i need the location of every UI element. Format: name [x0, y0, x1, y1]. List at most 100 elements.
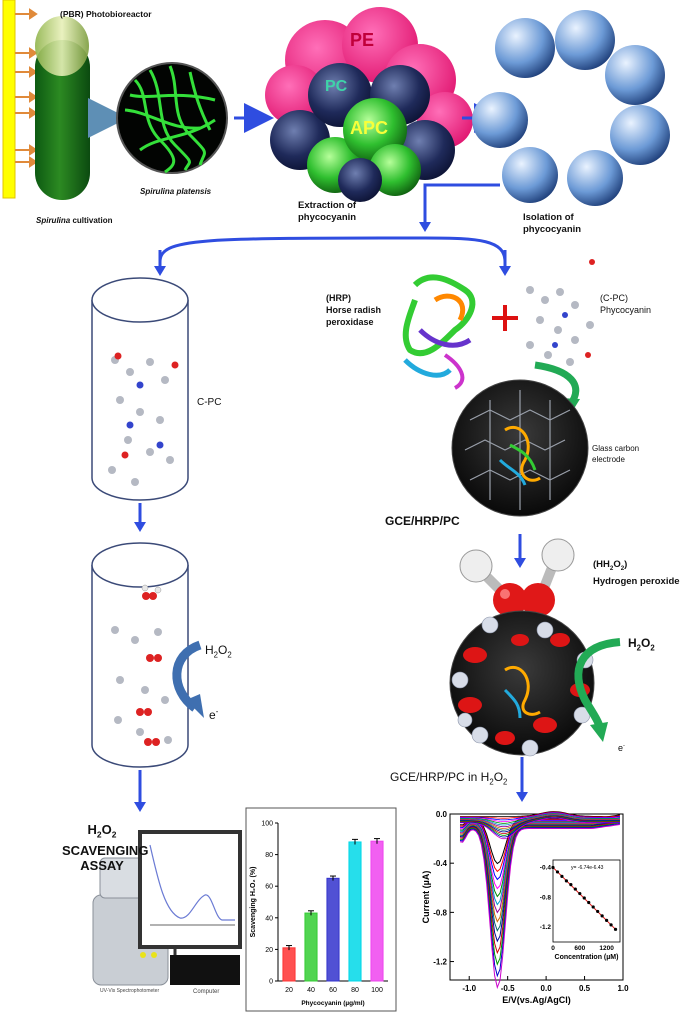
- spirulina-platensis-label: Spirulina platensis: [140, 187, 212, 196]
- inset-point: [591, 905, 595, 909]
- bar-y-tick-label: 40: [265, 915, 273, 922]
- inset-point: [551, 865, 555, 870]
- spectrophotometer-label: UV-Vis Spectrophotometer: [100, 988, 160, 994]
- inset-point: [596, 909, 600, 914]
- voltammogram-chart: -1.0 -0.5 0.0 0.5 1.0 0.0 -0.4 -0.8 -1.2E/V(vs.A…: [421, 810, 629, 1005]
- glass-carbon-electrode: [451, 379, 589, 517]
- inset-equation: y= -6.74e-6.43: [571, 865, 604, 871]
- arrowhead: [516, 792, 528, 802]
- cv-x-tick-label: -0.5: [501, 984, 515, 993]
- inset-y-tick-label: -0.4: [540, 864, 552, 871]
- cv-y-axis-label: Current (µA): [421, 871, 431, 924]
- cv-series-return-curve: [460, 812, 620, 823]
- photobioreactor-label: (PBR) Photobioreactor: [60, 9, 152, 19]
- cpc-molecule: [526, 259, 595, 366]
- cv-x-tick-label: 1.0: [617, 984, 629, 993]
- inset-x-tick-label: 600: [574, 945, 585, 952]
- modified-electrode: [449, 610, 595, 757]
- light-rays: [15, 8, 38, 168]
- inset-point: [609, 923, 613, 927]
- bar-x-axis-label: Phycocyanin (µg/ml): [301, 1000, 364, 1007]
- cv-series-return-curve: [460, 814, 620, 828]
- electron-transfer-arrow-right: [574, 638, 621, 730]
- cv-x-tick-label: 0.5: [579, 984, 591, 993]
- cv-series-return-curve: [460, 816, 620, 838]
- apc-label: APC: [350, 118, 389, 138]
- bar-y-tick-label: 20: [265, 947, 273, 954]
- inset-x-tick-label: 1200: [599, 945, 614, 952]
- cv-series-return-curve: [460, 815, 620, 831]
- arrowhead: [186, 694, 204, 718]
- cv-x-axis-label: E/V(vs.Ag/AgCl): [502, 995, 571, 1005]
- computer-label: Computer: [193, 989, 220, 995]
- arrowhead: [154, 266, 166, 276]
- scavenging-cylinder: [91, 542, 189, 768]
- inset-y-tick-label: -1.2: [540, 924, 552, 931]
- cv-x-tick-label: 0.0: [541, 984, 553, 993]
- gce-hrp-pc-label: GCE/HRP/PC: [385, 514, 460, 528]
- h2o2-right-label: H2O2: [628, 636, 655, 653]
- cv-series-return-curve: [460, 811, 620, 819]
- scavenging-assay-label: H2O2 SCAVENGING ASSAY: [62, 822, 149, 873]
- cv-series-curve: [459, 820, 620, 932]
- cv-y-tick-label: -0.4: [433, 859, 447, 868]
- bar-x-tick-label: 60: [329, 987, 337, 994]
- bar-y-axis-label: Scavenging H₂O₂ (%): [250, 867, 257, 938]
- plus-sign: [492, 305, 518, 331]
- bar-x-tick-label: 40: [307, 987, 315, 994]
- inset-point: [587, 900, 591, 905]
- inset-y-tick-label: -0.8: [540, 894, 552, 901]
- cv-series-curve: [459, 821, 620, 943]
- hrp-protein: [402, 274, 476, 390]
- arrowhead: [134, 522, 146, 532]
- light-source-bar: [2, 0, 16, 199]
- cv-series-return-curve: [460, 816, 620, 834]
- cv-series-return-curve: [460, 817, 620, 840]
- bar: [370, 840, 384, 982]
- bar-y-tick-label: 0: [269, 979, 273, 986]
- cv-x-tick-label: -1.0: [462, 984, 476, 993]
- arrowhead: [419, 222, 431, 232]
- inset-x-tick-label: 0: [551, 945, 555, 952]
- cv-series-curve: [459, 818, 620, 914]
- bar-x-tick-label: 20: [285, 987, 293, 994]
- hydrogen-peroxide-molecule: [459, 538, 575, 617]
- pc-label: PC: [325, 78, 348, 95]
- bar-y-tick-label: 80: [265, 852, 273, 859]
- cv-series-return-curve: [460, 814, 620, 829]
- bar-x-tick-label: 80: [351, 987, 359, 994]
- bar-y-tick-label: 100: [261, 821, 273, 828]
- cv-y-tick-label: -1.2: [433, 958, 447, 967]
- cv-series-curve: [459, 822, 620, 966]
- inset-point: [564, 879, 568, 883]
- cv-series-curve: [459, 824, 620, 990]
- spirulina-cultivation-label: Spirulina cultivation: [36, 216, 113, 225]
- cpc-molecule-label: (C-PC)Phycocyanin: [600, 293, 652, 315]
- cv-series-return-curve: [460, 812, 620, 821]
- bar: [348, 841, 362, 982]
- cv-y-tick-label: 0.0: [436, 810, 448, 819]
- inset-point: [573, 887, 577, 891]
- bar: [282, 947, 296, 982]
- inset-point: [555, 870, 560, 874]
- inset-point: [560, 874, 564, 878]
- bar-y-tick-label: 60: [265, 884, 273, 891]
- arrowhead: [499, 266, 511, 276]
- hydrogen-peroxide-label: (HOH2O2) Hydrogen peroxide: [593, 559, 680, 587]
- inset-point: [613, 927, 618, 931]
- cpc-cylinder: [91, 277, 189, 501]
- branch-arrows: [158, 183, 507, 268]
- cv-series-return-curve: [460, 815, 620, 833]
- bar: [326, 877, 340, 982]
- cv-y-tick-label: -0.8: [433, 908, 447, 917]
- inset-point: [605, 918, 609, 922]
- cv-series-curve: [459, 821, 620, 955]
- phycobilisome-cluster: [265, 7, 473, 202]
- pe-label: PE: [350, 30, 375, 50]
- arrowhead: [134, 802, 146, 812]
- inset-point: [578, 891, 582, 896]
